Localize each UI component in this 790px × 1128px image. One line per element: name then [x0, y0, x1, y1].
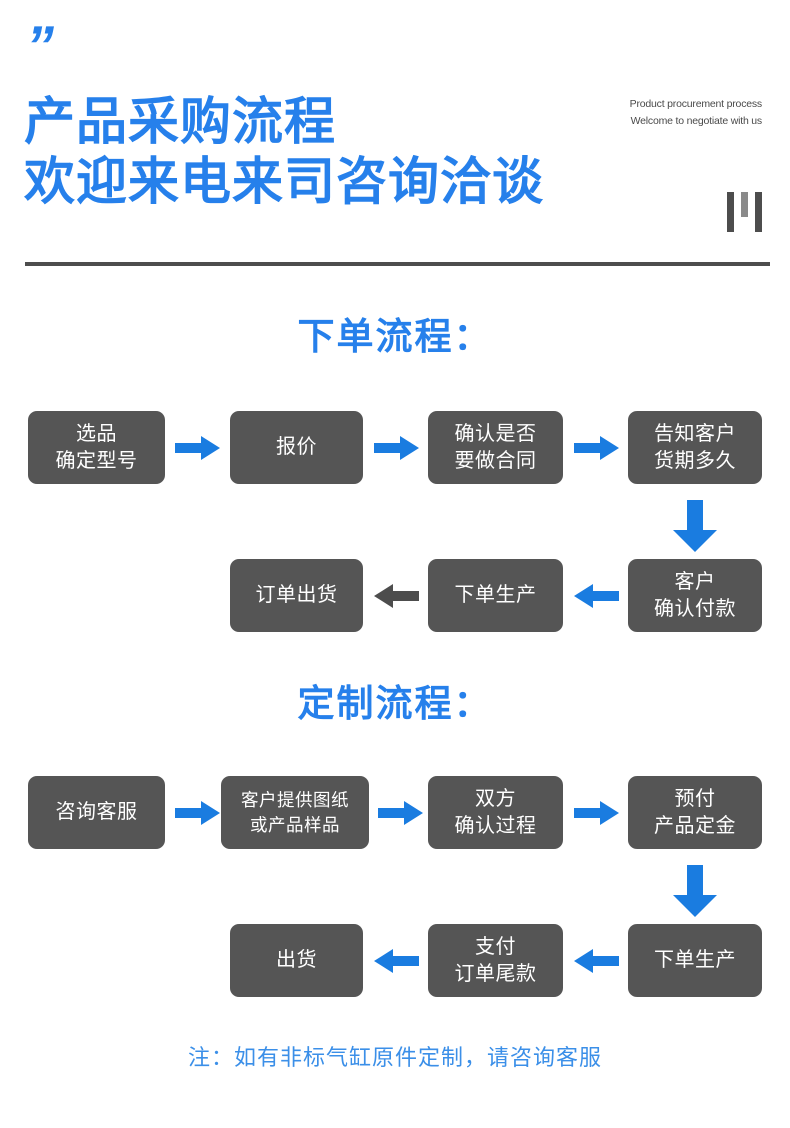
english-subtitle-line-2: Welcome to negotiate with us — [630, 115, 763, 127]
decorative-quote-icon: ” — [26, 14, 54, 77]
flow-arrow-left-order-6-7 — [374, 584, 419, 608]
flow-box-label: 选品 确定型号 — [55, 422, 138, 472]
flow-box-label: 下单生产 — [454, 584, 537, 606]
section-heading-custom-process: 定制流程： — [297, 683, 493, 724]
flow-box-label: 确认是否 要做合同 — [454, 422, 537, 472]
footer-note: 注：如有非标气缸原件定制，请咨询客服 — [187, 1045, 602, 1070]
flow-box-order-4: 告知客户 货期多久 — [628, 411, 762, 484]
page-title: 产品采购流程 欢迎来电来司咨询洽谈 — [24, 92, 664, 212]
decorative-bar-1 — [727, 192, 734, 232]
flow-box-label: 客户提供图纸 或产品样品 — [241, 789, 349, 835]
page-title-line-1: 产品采购流程 — [24, 93, 337, 150]
english-subtitle-line-1: Product procurement process — [629, 98, 763, 110]
section-heading-order-process: 下单流程： — [297, 316, 493, 357]
flow-box-label: 咨询客服 — [55, 801, 138, 823]
flow-box-custom-3: 双方 确认过程 — [428, 776, 563, 849]
flow-arrow-left-custom-6-7 — [374, 949, 419, 973]
flow-arrow-right-custom-1-2 — [175, 801, 220, 825]
flow-arrow-down-custom — [673, 865, 717, 917]
flow-box-label: 订单出货 — [255, 584, 338, 606]
flow-box-label: 出货 — [276, 949, 317, 971]
flow-box-custom-1: 咨询客服 — [28, 776, 165, 849]
flow-box-order-6: 下单生产 — [428, 559, 563, 632]
page-title-line-2: 欢迎来电来司咨询洽谈 — [24, 153, 545, 210]
flow-box-custom-7: 出货 — [230, 924, 363, 997]
flow-box-order-1: 选品 确定型号 — [28, 411, 165, 484]
flow-box-order-2: 报价 — [230, 411, 363, 484]
flow-arrow-left-custom-5-6 — [574, 949, 619, 973]
decorative-bar-3 — [755, 192, 762, 232]
flow-box-label: 双方 确认过程 — [454, 787, 537, 837]
flow-box-custom-4: 预付 产品定金 — [628, 776, 762, 849]
flow-box-custom-6: 支付 订单尾款 — [428, 924, 563, 997]
decorative-bar-2 — [741, 192, 748, 217]
flow-box-custom-5: 下单生产 — [628, 924, 762, 997]
flow-box-label: 预付 产品定金 — [654, 787, 736, 837]
english-subtitle: Product procurement process Welcome to n… — [502, 96, 763, 130]
flow-arrow-right-custom-3-4 — [574, 801, 619, 825]
decorative-bars-icon — [724, 192, 768, 234]
flow-box-order-3: 确认是否 要做合同 — [428, 411, 563, 484]
flow-arrow-right-custom-2-3 — [378, 801, 423, 825]
flow-arrow-left-order-5-6 — [574, 584, 619, 608]
flow-box-label: 支付 订单尾款 — [454, 935, 537, 985]
flow-arrow-right-order-2-3 — [374, 436, 419, 460]
flow-box-label: 报价 — [276, 436, 317, 458]
flow-box-order-5: 客户 确认付款 — [628, 559, 762, 632]
flow-box-label: 客户 确认付款 — [654, 570, 736, 620]
flow-arrow-right-order-1-2 — [175, 436, 220, 460]
flow-box-label: 下单生产 — [654, 949, 736, 971]
flow-box-order-7: 订单出货 — [230, 559, 363, 632]
flow-box-label: 告知客户 货期多久 — [654, 422, 736, 472]
page-header: ” 产品采购流程 欢迎来电来司咨询洽谈 Product procurement … — [0, 0, 790, 275]
flow-arrow-down-order — [673, 500, 717, 552]
flow-arrow-right-order-3-4 — [574, 436, 619, 460]
header-divider — [25, 262, 770, 266]
flow-box-custom-2: 客户提供图纸 或产品样品 — [221, 776, 369, 849]
